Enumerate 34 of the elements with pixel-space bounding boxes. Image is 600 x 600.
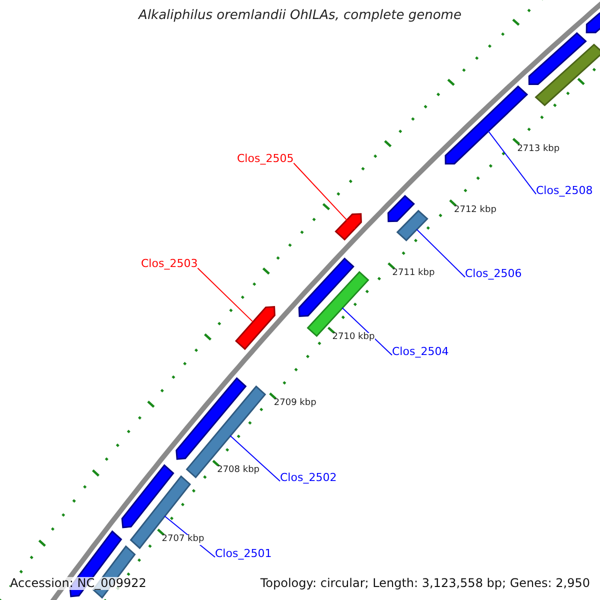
gene-segment <box>176 377 247 460</box>
gene-segment <box>528 32 587 86</box>
leader-line <box>197 268 254 322</box>
title: Alkaliphilus oremlandii OhILAs, complete genome <box>137 9 462 24</box>
leader-line <box>230 435 280 482</box>
gene-label: Clos_2503 <box>141 258 198 270</box>
gene-segment <box>121 464 174 528</box>
scale-label: 2707 kbp <box>162 535 204 546</box>
gene-label: Clos_2504 <box>392 346 449 358</box>
gene-segment <box>186 385 266 478</box>
gene-segment <box>334 213 362 241</box>
gene-segment <box>396 210 428 242</box>
gene-segment <box>586 12 600 34</box>
gene-label: Clos_2508 <box>536 185 593 198</box>
leader-line <box>416 229 466 278</box>
scale-label: 2708 kbp <box>217 466 260 476</box>
leader-line <box>293 162 356 230</box>
gene-label: Clos_2501 <box>215 548 272 560</box>
gene-segment <box>234 306 276 350</box>
scale-label: 2712 kbp <box>454 206 496 216</box>
gene-segment <box>534 44 600 106</box>
gene-segment <box>298 257 354 317</box>
gene-label: Clos_2505 <box>237 153 294 166</box>
leader-line <box>342 307 392 356</box>
footer-note: Accession: NC_009922 <box>10 576 146 590</box>
footer-note: Topology: circular; Length: 3,123,558 bp; Genes: 2,950 <box>260 576 590 590</box>
leader-line <box>488 130 536 195</box>
gene-segment <box>387 194 415 222</box>
scale-label: 2711 kbp <box>392 268 435 279</box>
scale-label: 2713 kbp <box>517 144 560 154</box>
scale-label: 2710 kbp <box>332 333 375 344</box>
gene-label: Clos_2506 <box>465 268 522 280</box>
gene-label: Clos_2502 <box>280 472 337 484</box>
scale-label: 2709 kbp <box>274 399 316 409</box>
